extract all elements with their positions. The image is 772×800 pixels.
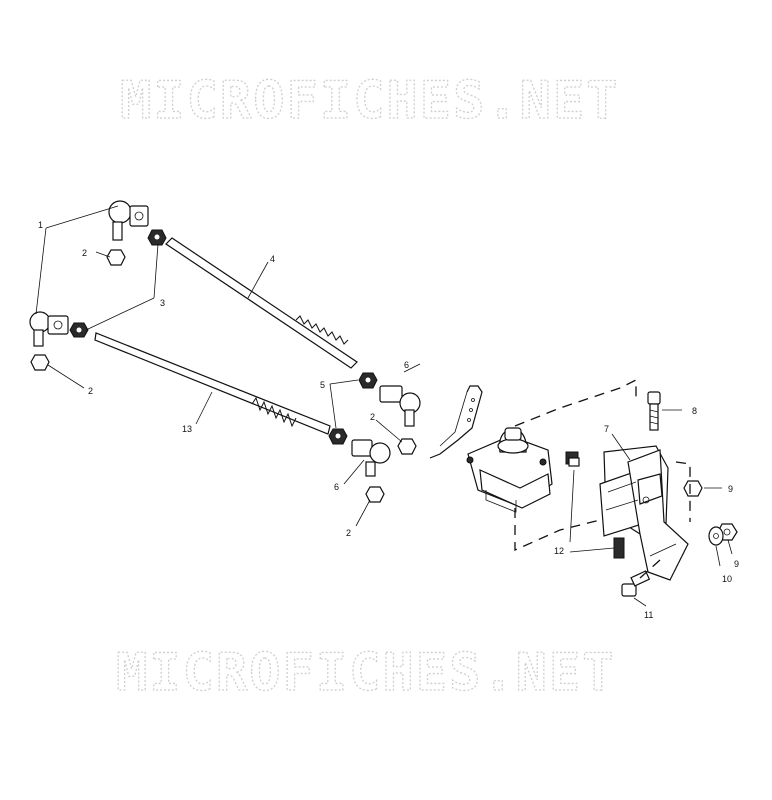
nut-part-5-upper	[358, 372, 378, 389]
bolt-part-11	[621, 570, 651, 597]
leader-lines	[35, 205, 733, 607]
callout-10: 10	[722, 574, 732, 584]
nut-part-9-a	[683, 480, 703, 497]
nut-part-5-lower	[328, 428, 348, 445]
callout-8: 8	[692, 406, 697, 416]
callout-3: 3	[160, 298, 165, 308]
callout-labels: 1 2 2 2 2 3 4 5 6 6 7 8 9 9 10 11 12 13	[38, 220, 739, 620]
callout-1: 1	[38, 220, 43, 230]
bolt-part-8	[647, 391, 661, 431]
washer-part-10	[708, 526, 724, 546]
nut-part-3-lower	[69, 322, 89, 338]
callout-6b: 6	[334, 482, 339, 492]
assembly-guide-lines	[514, 378, 691, 579]
callout-12: 12	[554, 546, 564, 556]
nut-part-2-a	[106, 249, 126, 266]
callout-2a: 2	[82, 248, 87, 258]
callout-6a: 6	[404, 360, 409, 370]
callout-4: 4	[270, 254, 275, 264]
mounting-bracket	[599, 445, 689, 581]
nut-part-3-upper	[147, 229, 167, 246]
nut-part-2-b	[30, 354, 50, 371]
watermark-bottom: MICROFICHES.NET	[116, 643, 616, 703]
nut-part-2-d	[365, 486, 385, 503]
nut-part-2-c	[397, 438, 417, 455]
ball-joint-upper-left	[108, 200, 149, 241]
bolt-part-12-upper	[565, 451, 580, 467]
bolt-part-12-lower	[613, 537, 625, 559]
callout-2b: 2	[88, 386, 93, 396]
callout-5: 5	[320, 380, 325, 390]
callout-7: 7	[604, 424, 609, 434]
shifter-assembly	[429, 385, 553, 513]
ball-joint-lower-left	[29, 311, 69, 347]
callout-13: 13	[182, 424, 192, 434]
callout-9a: 9	[728, 484, 733, 494]
ball-joint-right-upper	[379, 385, 421, 427]
callout-2d: 2	[346, 528, 351, 538]
shift-rod-lower	[94, 332, 331, 435]
ball-joint-right-lower	[351, 439, 391, 477]
callout-2c: 2	[370, 412, 375, 422]
callout-9b: 9	[734, 559, 739, 569]
callout-11: 11	[644, 610, 653, 620]
watermark-top: MICROFICHES.NET	[120, 71, 620, 131]
shift-rod-upper	[165, 237, 358, 369]
